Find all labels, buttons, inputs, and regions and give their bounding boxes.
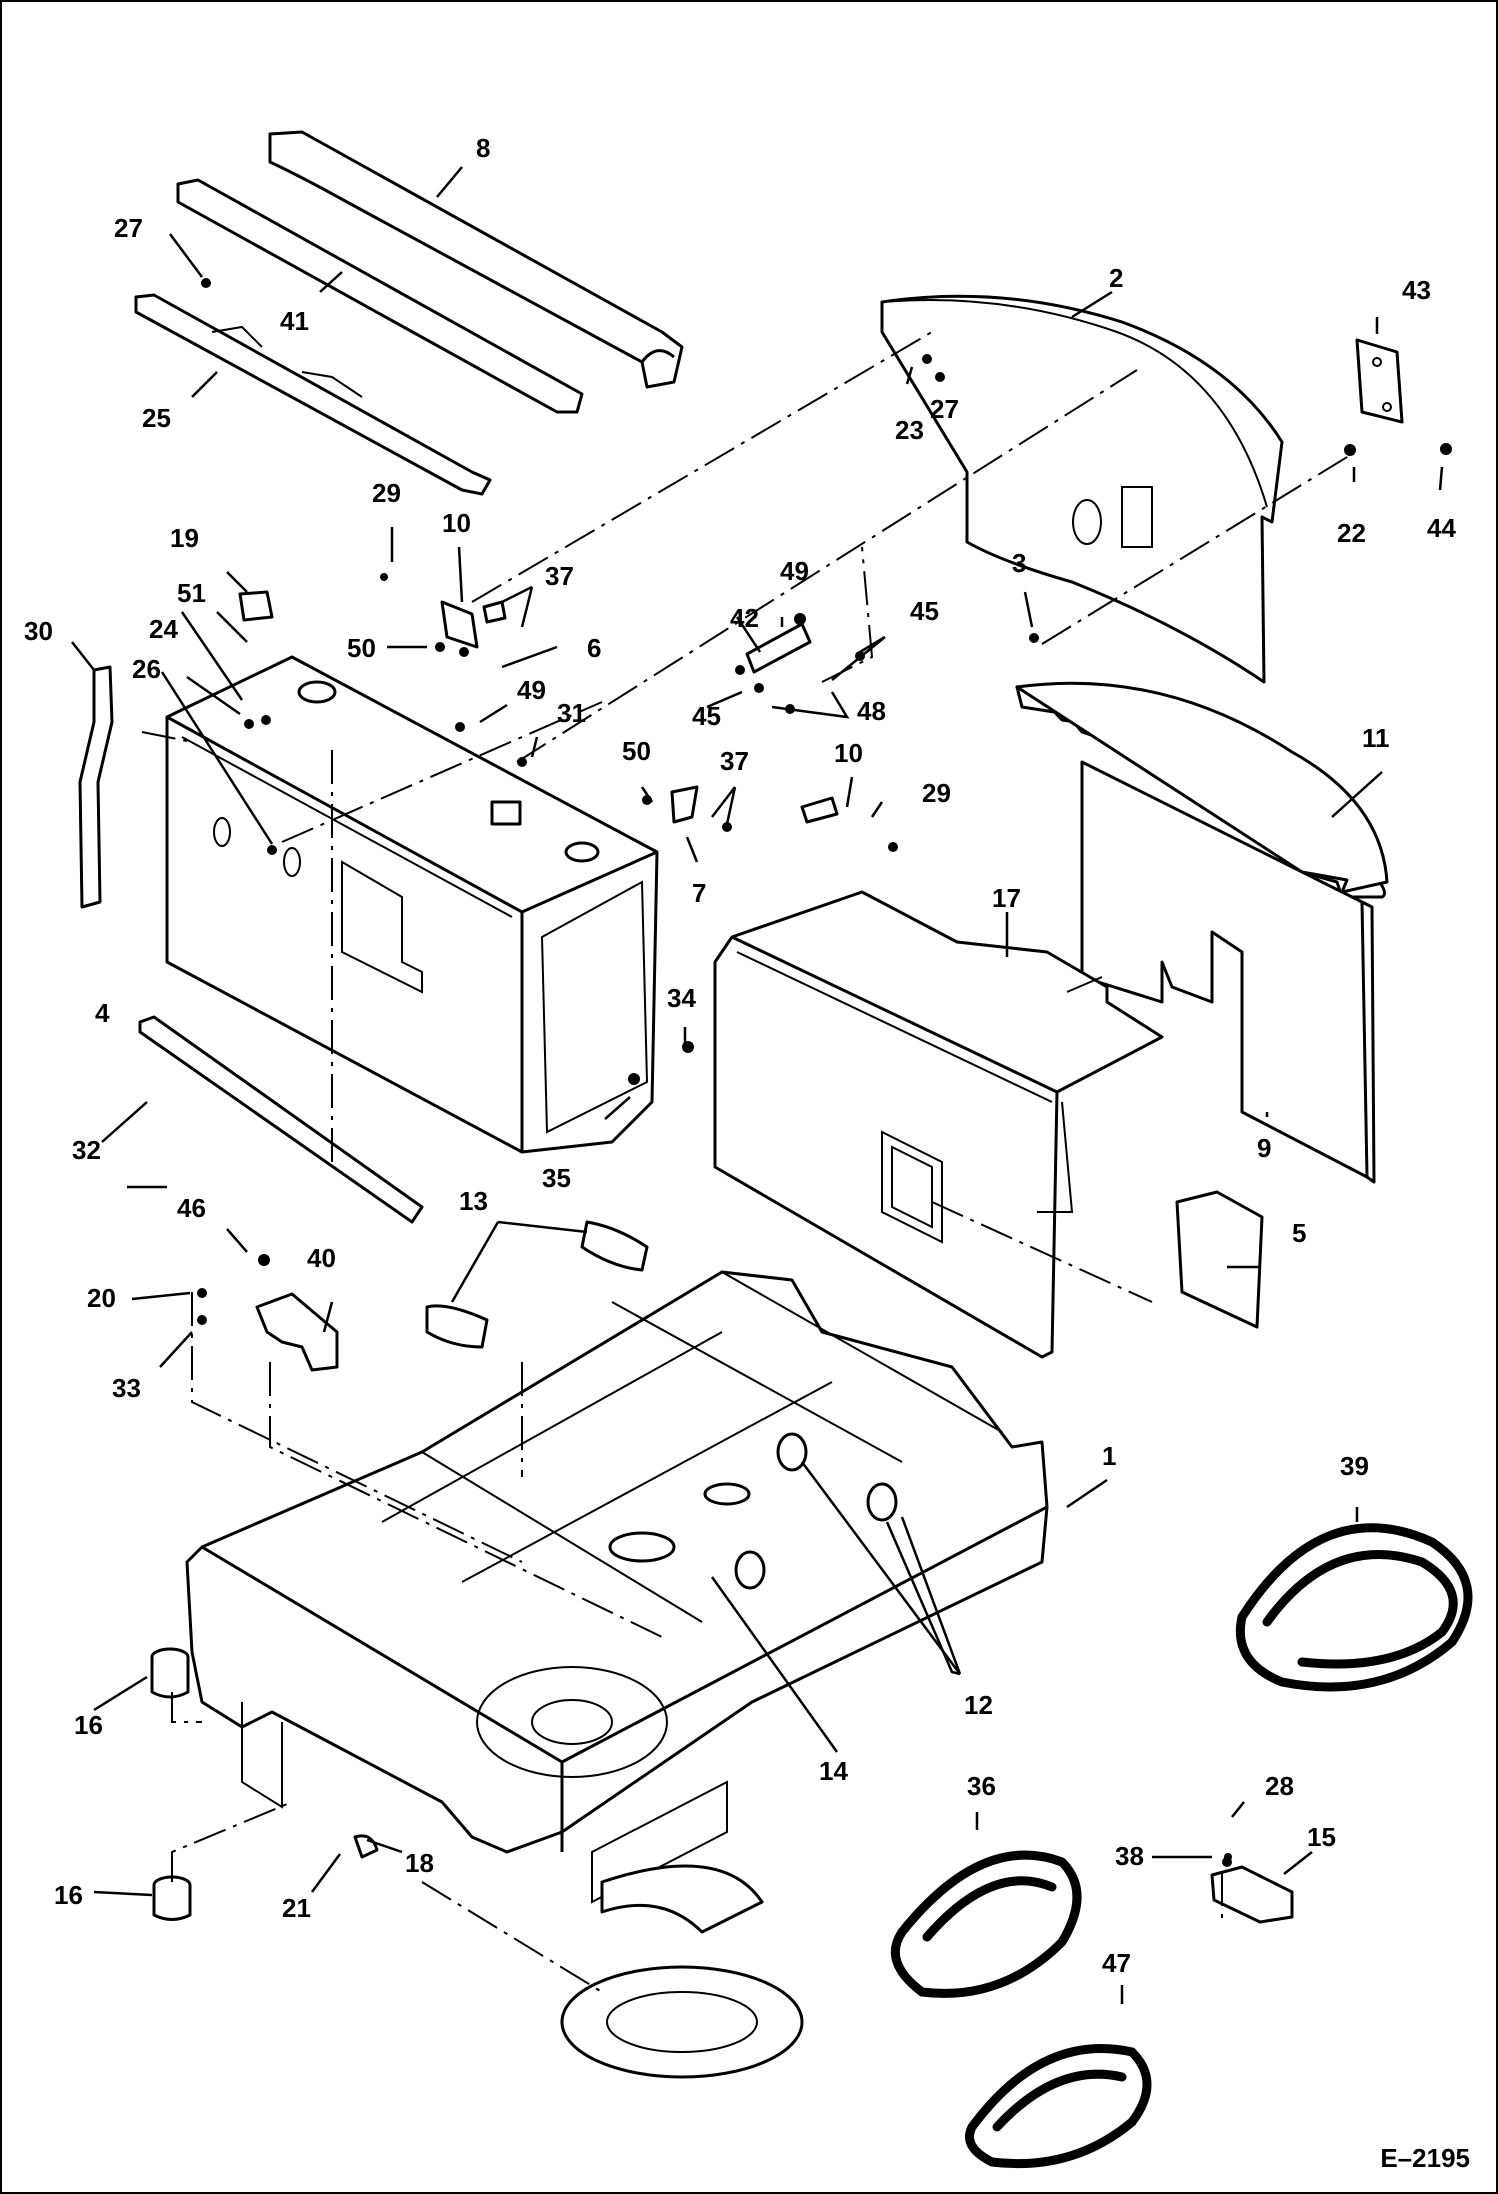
part-seals-13	[425, 1220, 649, 1349]
callout-50a: 50	[347, 633, 376, 663]
callout-49b: 49	[517, 675, 546, 705]
callout-28: 28	[1265, 1771, 1294, 1801]
callout-10b: 10	[834, 738, 863, 768]
callout-44: 44	[1427, 513, 1456, 543]
callout-45b: 45	[692, 701, 721, 731]
callout-26: 26	[132, 654, 161, 684]
callout-17: 17	[992, 883, 1021, 913]
part-block-19	[238, 590, 274, 622]
callout-20: 20	[87, 1283, 116, 1313]
callout-22: 22	[1337, 518, 1366, 548]
callout-10a: 10	[442, 508, 471, 538]
callout-46: 46	[177, 1193, 206, 1223]
callout-7: 7	[692, 878, 706, 908]
part-rear-cover-2	[880, 294, 1284, 684]
callout-4: 4	[95, 998, 110, 1028]
part-block-5	[1175, 1190, 1264, 1329]
callout-6: 6	[587, 633, 601, 663]
callout-30: 30	[24, 616, 53, 646]
callout-16a: 16	[74, 1710, 103, 1740]
part-hose-39	[1235, 1523, 1473, 1692]
callout-40: 40	[307, 1243, 336, 1273]
callout-41: 41	[280, 306, 309, 336]
callout-32: 32	[72, 1135, 101, 1165]
part-hose-47	[965, 2044, 1152, 2169]
part-bracket-43	[1355, 338, 1404, 424]
callout-36: 36	[967, 1771, 996, 1801]
drawing-number: E–2195	[1380, 2143, 1470, 2173]
callout-34: 34	[667, 983, 696, 1013]
callout-19: 19	[170, 523, 199, 553]
callout-12: 12	[964, 1690, 993, 1720]
callout-15: 15	[1307, 1822, 1336, 1852]
callout-27b: 27	[930, 394, 959, 424]
callout-1: 1	[1102, 1441, 1116, 1471]
callout-42: 42	[730, 603, 759, 633]
callout-43: 43	[1402, 275, 1431, 305]
callout-51: 51	[177, 578, 206, 608]
callout-9: 9	[1257, 1133, 1271, 1163]
part-strip-30	[78, 665, 114, 909]
part-strip-32	[138, 1015, 424, 1224]
callout-23: 23	[895, 415, 924, 445]
part-bushing-16-upper	[150, 1647, 190, 1699]
callout-16b: 16	[54, 1880, 83, 1910]
callout-5: 5	[1292, 1218, 1306, 1248]
part-bracket-40	[255, 1292, 339, 1372]
callout-31: 31	[557, 698, 586, 728]
callout-18: 18	[405, 1848, 434, 1878]
callout-29a: 29	[372, 478, 401, 508]
leader-lines	[71, 166, 1444, 2004]
callout-33: 33	[112, 1373, 141, 1403]
part-bushing-16-lower	[152, 1875, 192, 1921]
part-swing-bearing	[560, 1864, 804, 2079]
callout-37b: 37	[720, 746, 749, 776]
callout-50b: 50	[622, 736, 651, 766]
callout-2: 2	[1109, 263, 1123, 293]
callout-11: 11	[1362, 723, 1390, 753]
part-bracket-15	[1210, 1865, 1294, 1924]
callout-37a: 37	[545, 561, 574, 591]
part-strip-41	[176, 178, 584, 414]
callout-3: 3	[1012, 548, 1026, 578]
part-main-frame-1	[185, 1270, 1049, 1904]
callout-27a: 27	[114, 213, 143, 243]
callout-21: 21	[282, 1893, 311, 1923]
part-tank-4	[165, 655, 659, 1154]
callout-13: 13	[459, 1186, 488, 1216]
callout-24: 24	[149, 614, 178, 644]
callout-38: 38	[1115, 1841, 1144, 1871]
callout-25: 25	[142, 403, 171, 433]
callout-48: 48	[857, 696, 886, 726]
callout-14: 14	[819, 1756, 848, 1786]
part-panel-9	[1080, 760, 1376, 1184]
callout-45a: 45	[910, 596, 939, 626]
part-top-cover-8	[268, 130, 684, 389]
part-bracket-25	[134, 293, 492, 496]
callout-29b: 29	[922, 778, 951, 808]
callout-labels: 1 2 3 4 5 6 7 8 9 10 10 11 12 13 14 15 1…	[24, 133, 1456, 1978]
callout-47: 47	[1102, 1948, 1131, 1978]
part-panel-17	[713, 890, 1164, 1359]
part-hose-36	[890, 1850, 1082, 1998]
callout-35: 35	[542, 1163, 571, 1193]
callout-49a: 49	[780, 556, 809, 586]
callout-8: 8	[476, 133, 490, 163]
callout-39: 39	[1340, 1451, 1369, 1481]
